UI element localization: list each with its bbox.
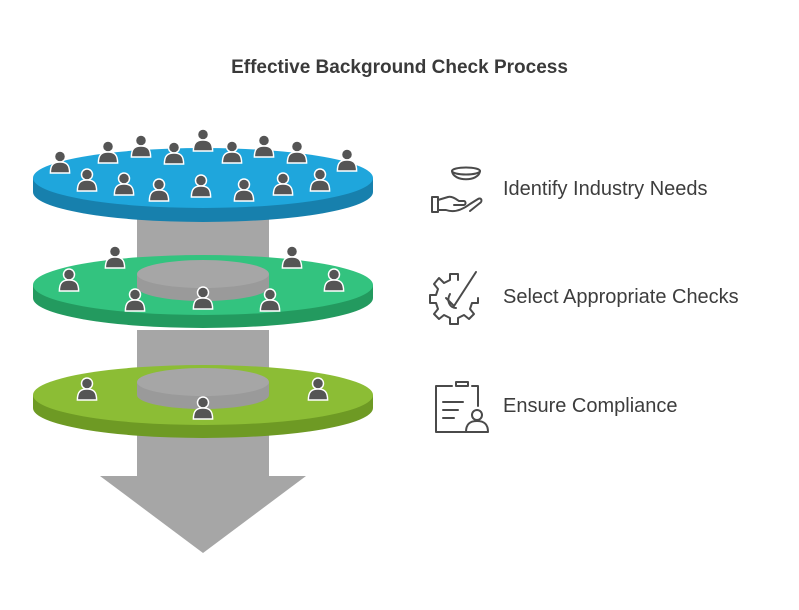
person-icon	[253, 134, 275, 158]
person-icon	[130, 134, 152, 158]
step-label-compliance: Ensure Compliance	[503, 395, 678, 417]
hand-bowl-icon	[431, 166, 483, 213]
person-icon	[336, 148, 358, 172]
gear-check-icon	[429, 271, 479, 325]
person-icon	[286, 140, 308, 164]
clipboard-person-icon	[435, 381, 489, 433]
person-icon	[104, 245, 126, 269]
person-icon	[97, 140, 119, 164]
person-icon	[192, 128, 214, 152]
person-icon	[281, 245, 303, 269]
step-label-identify: Identify Industry Needs	[503, 178, 708, 200]
down-arrow	[100, 430, 306, 553]
diagram-title: Effective Background Check Process	[231, 57, 568, 78]
step-label-select: Select Appropriate Checks	[503, 286, 739, 308]
